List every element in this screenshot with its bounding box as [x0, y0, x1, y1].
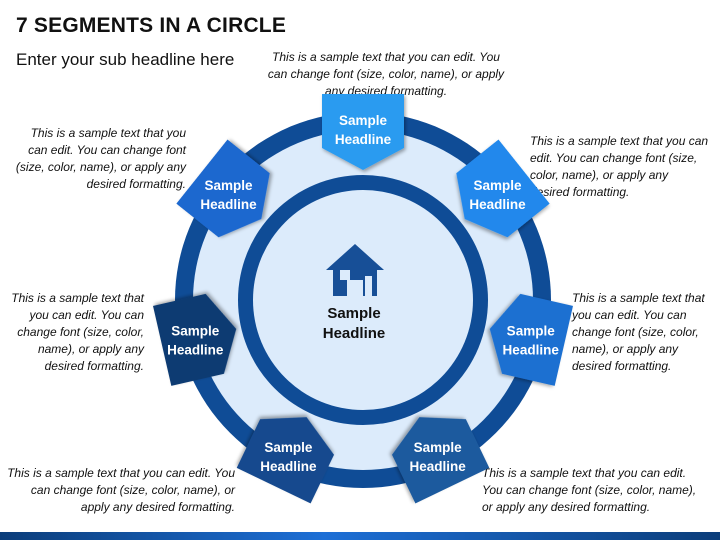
segment-3-headline-line1: Sample: [507, 323, 556, 338]
footer-bar: [0, 532, 720, 540]
segment-6-headline-line1: Sample: [171, 323, 220, 338]
slide-title: 7 SEGMENTS IN A CIRCLE: [16, 14, 287, 37]
center-headline-line2: Headline: [323, 325, 386, 342]
segment-1-description: This is a sample text that you can edit.…: [267, 50, 505, 98]
segment-4-description: This is a sample text that you can edit.…: [482, 466, 697, 514]
rings-group: [175, 112, 551, 488]
segment-3-shape: [489, 293, 573, 386]
segment-7-headline-line1: Sample: [204, 178, 253, 193]
segment-1-headline-line2: Headline: [335, 132, 392, 147]
slide-subtitle: Enter your sub headline here: [16, 50, 235, 69]
segment-7-description: This is a sample text that you can edit.…: [15, 126, 186, 191]
segment-5-headline-line1: Sample: [264, 440, 313, 455]
segments-layer: SampleHeadlineSampleHeadlineSampleHeadli…: [153, 94, 573, 504]
home-icon: [326, 244, 384, 296]
segment-2-description: This is a sample text that you can edit.…: [530, 134, 709, 199]
segment-5-description: This is a sample text that you can edit.…: [7, 466, 235, 514]
segment-6-shape: [153, 293, 237, 386]
segment-7-shape: [176, 139, 270, 238]
segment-3-description: This is a sample text that you can edit.…: [572, 291, 705, 373]
segment-2-shape: [456, 139, 550, 238]
segment-5-shape: [236, 417, 335, 504]
segment-5-headline-line2: Headline: [260, 459, 317, 474]
segment-4-headline-line2: Headline: [409, 459, 466, 474]
segment-6-description: This is a sample text that you can edit.…: [11, 291, 144, 373]
segment-2-headline-line1: Sample: [473, 178, 522, 193]
segment-4-headline-line1: Sample: [414, 440, 463, 455]
segment-4-shape: [391, 417, 490, 504]
center-headline-line1: Sample: [327, 305, 380, 322]
segment-2-headline-line2: Headline: [469, 197, 526, 212]
segment-7-headline-line2: Headline: [200, 197, 257, 212]
segment-1-shape: [322, 94, 404, 170]
segment-3-headline-line2: Headline: [503, 342, 560, 357]
segment-6-headline-line2: Headline: [167, 342, 224, 357]
segment-1-headline-line1: Sample: [339, 113, 388, 128]
center-circle: [253, 190, 473, 410]
